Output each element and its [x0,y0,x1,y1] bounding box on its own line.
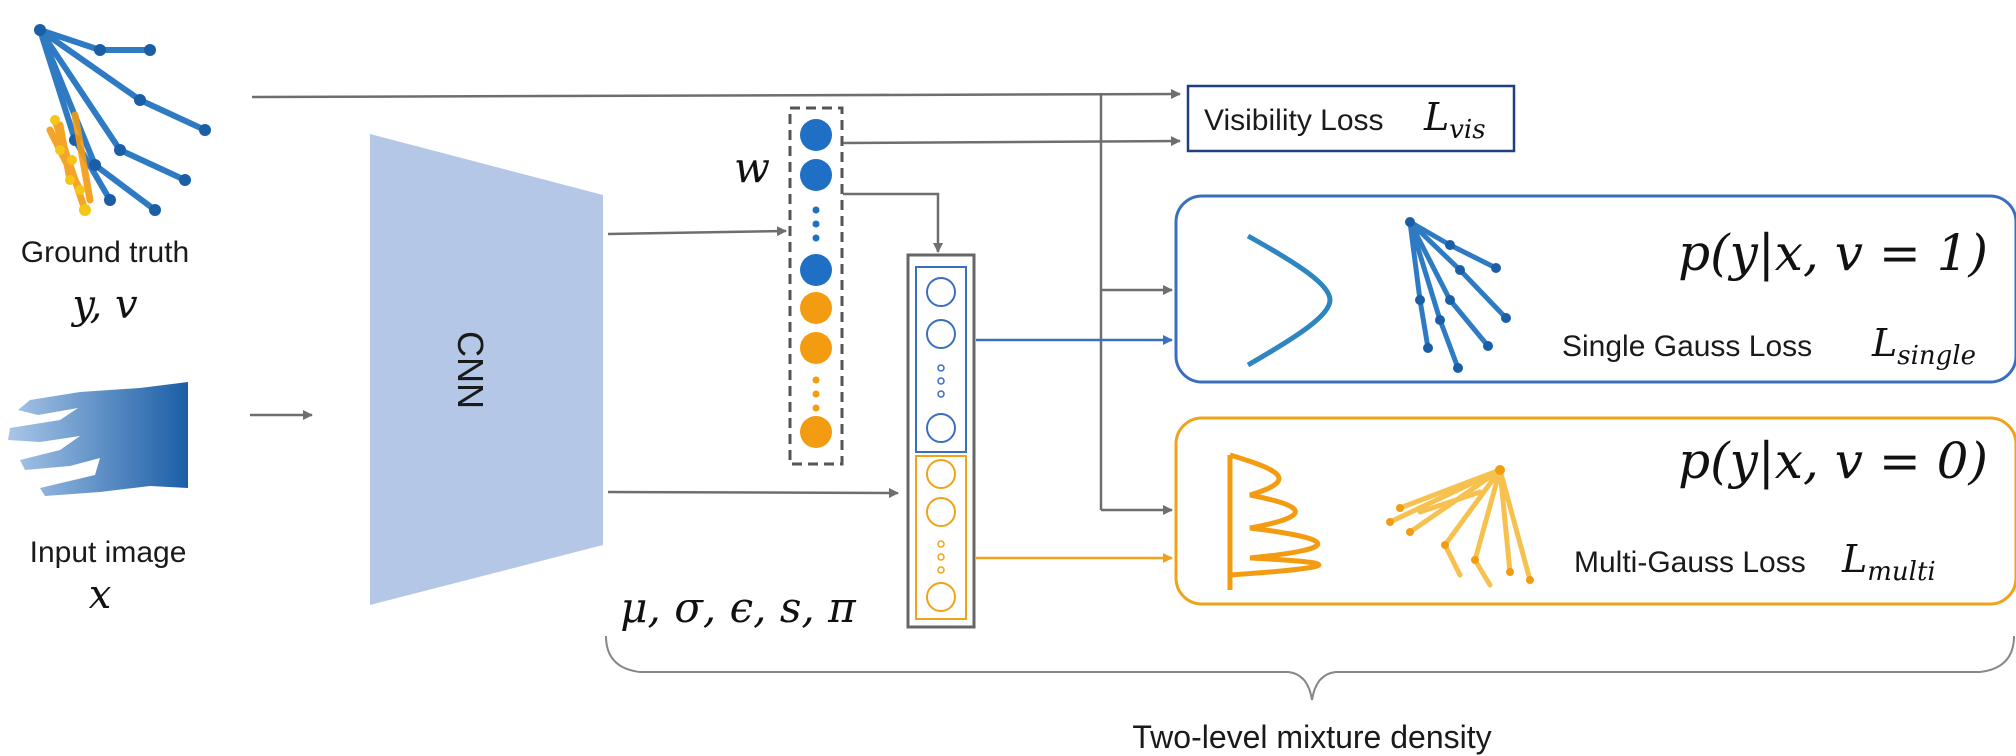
params-symbol: μ, σ, ϵ, s, π [620,583,857,632]
visibility-loss-label: Visibility Loss [1204,104,1384,137]
multimodal-curve-icon [1229,452,1322,578]
gt-to-visibility-arrow [251,89,1181,100]
single-hand-skeleton-icon [1405,217,1511,373]
ground-truth-hand-icon [34,24,211,216]
single-prob-label: p(y|x, v = 1) [1678,224,1988,282]
multi-gauss-loss-symbol: Lmulti [1841,537,1936,587]
weight-vector [788,106,844,466]
multi-gauss-loss-label: Multi-Gauss Loss [1574,546,1806,579]
brace-label: Two-level mixture density [1132,719,1491,755]
weights-to-params-arrow [843,192,943,253]
single-gauss-loss-symbol: Lsingle [1871,321,1976,371]
multi-prob-label: p(y|x, v = 0) [1678,432,1988,490]
weight-symbol: w [734,143,770,192]
mixture-brace [605,635,2015,701]
visibility-loss-symbol: Lvis [1423,95,1486,145]
input-image-label: Input image [30,536,187,569]
cnn-to-weights-arrow [607,226,787,237]
visibility-loss-box: Visibility Loss Lvis [1186,84,1516,153]
weights-to-visibility-arrow [842,136,1181,147]
parameter-vector [906,253,976,629]
ground-truth-symbol: y, v [70,282,138,328]
cnn-to-params-arrow [607,487,899,498]
multi-gauss-panel: p(y|x, v = 0) Multi-Gauss Loss Lmulti [1174,416,2016,606]
cnn-block [370,134,603,605]
input-image-symbol: x [89,572,112,618]
single-gauss-panel: p(y|x, v = 1) Single Gauss Loss Lsingle [1174,194,2016,384]
single-gauss-loss-label: Single Gauss Loss [1562,330,1812,363]
multi-hand-skeleton-icon [1386,465,1534,588]
input-hand-depth-icon [8,382,188,496]
ground-truth-label: Ground truth [21,236,189,269]
cnn-label: CNN [450,331,491,409]
gaussian-curve-icon [1246,233,1333,368]
